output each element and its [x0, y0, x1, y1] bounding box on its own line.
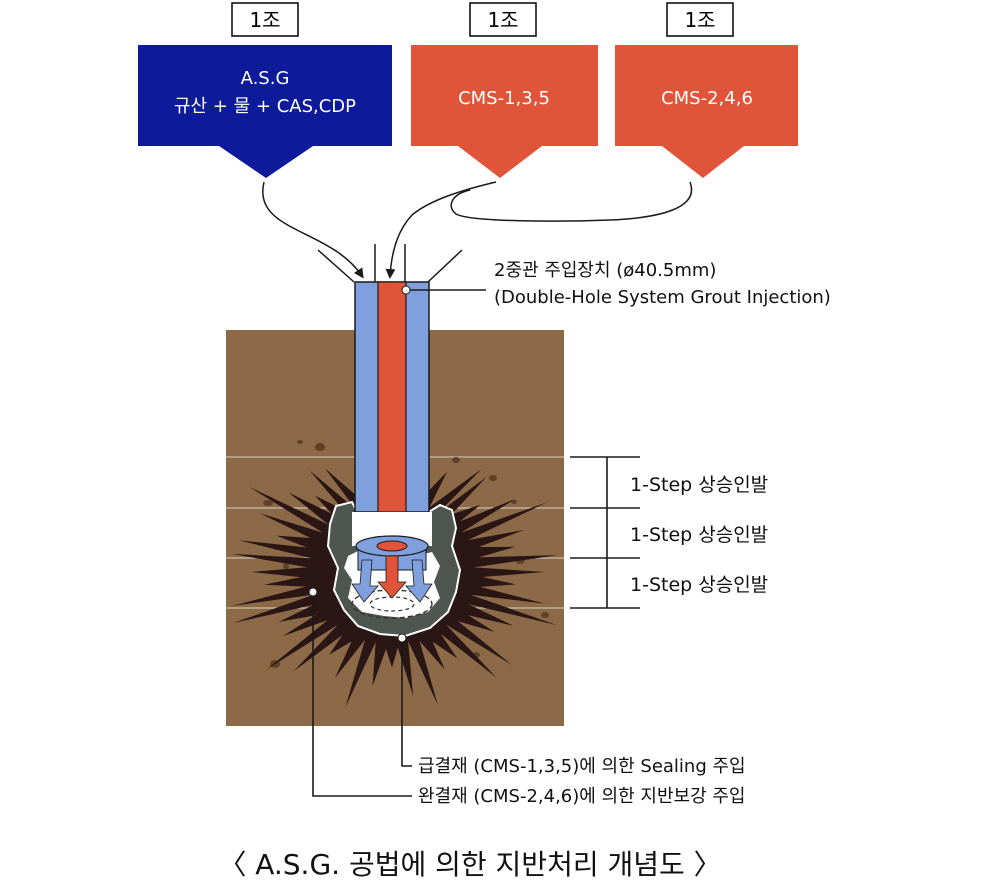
- outer-injection-arrow-right: [405, 559, 433, 603]
- step-label-2: 1-Step 상승인발: [630, 524, 768, 546]
- funnel-line-right: [427, 249, 463, 283]
- svg-text:1조: 1조: [684, 8, 715, 32]
- step-label-3: 1-Step 상승인발: [630, 574, 768, 596]
- material-box-cms135: CMS-1,3,5: [411, 45, 598, 178]
- svg-text:1조: 1조: [487, 8, 518, 32]
- figure-caption: 〈 A.S.G. 공법에 의한 지반처리 개념도 〉: [218, 848, 721, 881]
- reinforce-callout-label: 완결재 (CMS-2,4,6)에 의한 지반보강 주입: [418, 786, 745, 807]
- material-box-asg: A.S.G 규산 + 물 + CAS,CDP: [138, 45, 392, 178]
- device-label-english: (Double-Hole System Grout Injection): [494, 287, 831, 308]
- reinforce-callout-leader: [308, 587, 412, 797]
- svg-text:CMS-2,4,6: CMS-2,4,6: [661, 88, 753, 109]
- flow-curve-cms246: [450, 181, 693, 222]
- device-label-korean: 2중관 주입장치 (ø40.5mm): [494, 260, 716, 281]
- cavity-dash-outline: [351, 589, 433, 619]
- group-tag-1: 1조: [231, 2, 299, 37]
- double-hole-pipe: [352, 281, 432, 571]
- step-bracket: [570, 456, 640, 609]
- group-tag-2: 1조: [469, 2, 537, 37]
- svg-text:1조: 1조: [249, 8, 280, 32]
- flow-curve-cms135: [385, 181, 497, 279]
- flow-curve-asg: [262, 181, 364, 279]
- device-leader-dot: [401, 285, 411, 295]
- outer-injection-arrow-left: [351, 559, 379, 603]
- svg-text:CMS-1,3,5: CMS-1,3,5: [458, 88, 550, 109]
- step-label-1: 1-Step 상승인발: [630, 474, 768, 496]
- inner-injection-arrow: [377, 555, 407, 599]
- group-tag-3: 1조: [666, 2, 734, 37]
- funnel-line-left: [317, 249, 355, 283]
- sealing-callout-label: 급결재 (CMS-1,3,5)에 의한 Sealing 주입: [418, 756, 746, 777]
- svg-text:규산 + 물 + CAS,CDP: 규산 + 물 + CAS,CDP: [174, 96, 356, 117]
- material-box-cms246: CMS-2,4,6: [615, 45, 798, 178]
- sealing-callout-leader: [397, 633, 412, 767]
- svg-text:A.S.G: A.S.G: [241, 68, 290, 89]
